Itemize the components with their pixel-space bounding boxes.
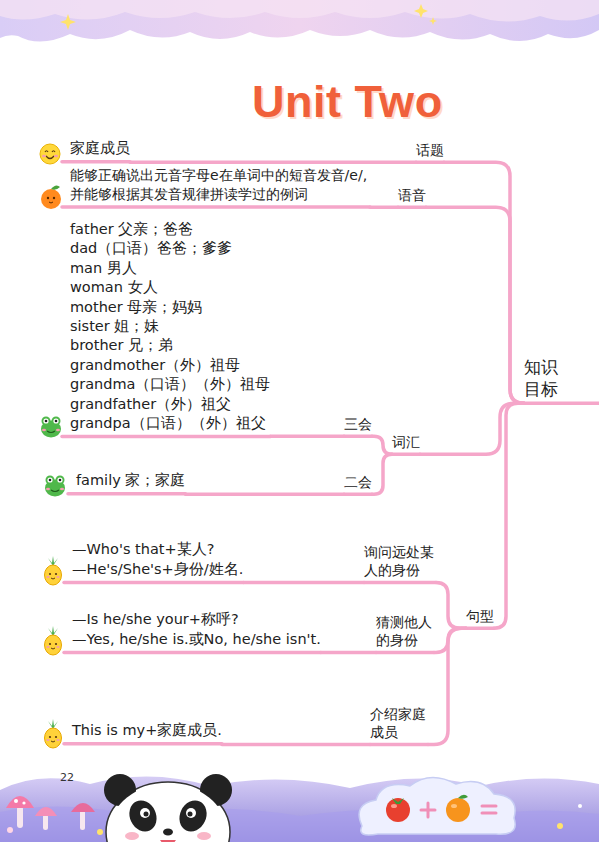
node-text: sister 姐；妹 (70, 317, 270, 336)
branch-line (222, 743, 370, 747)
topic-underline (398, 205, 426, 209)
node-text: —Yes, he/she is.或No, he/she isn't. (72, 630, 321, 650)
leaf-content: family 家；家庭 (76, 471, 185, 494)
node-text: 能够正确说出元音字母e在单词中的短音发音/e/, 并能够根据其发音规律拼读学过的… (70, 166, 370, 204)
page-number: 22 (60, 771, 74, 784)
branch-line (370, 205, 398, 209)
node-text: woman 女人 (70, 278, 270, 297)
topic-underline (466, 626, 494, 630)
node-text: 语音 (398, 186, 426, 204)
branch-line (420, 403, 524, 454)
branch-topic: 三会 (344, 415, 372, 436)
node-text: —Who's that+某人? (72, 540, 243, 560)
branch-line (426, 207, 524, 403)
topic-underline (344, 434, 372, 438)
branch-topic: 询问远处某人的身份 (364, 543, 436, 582)
topic-underline (62, 435, 270, 439)
node-text: father 父亲；爸爸 (70, 220, 270, 239)
leaf-content: 能够正确说出元音字母e在单词中的短音发音/e/, 并能够根据其发音规律拼读学过的… (70, 166, 370, 207)
topic-underline (392, 452, 420, 456)
topic-underline (62, 160, 130, 164)
node-text: grandma（口语）（外）祖母 (70, 375, 270, 394)
branch-topic: 词汇 (392, 433, 420, 454)
node-text: grandfather（外）祖父 (70, 395, 270, 414)
branch-line (372, 436, 392, 454)
node-text: family 家；家庭 (76, 471, 185, 491)
node-text: —He's/She's+身份/姓名. (72, 560, 243, 580)
node-text: man 男人 (70, 259, 270, 278)
node-text: 词汇 (392, 433, 420, 451)
branch-line (428, 628, 466, 744)
branch-line (436, 582, 466, 628)
leaf-content: This is my+家庭成员. (72, 721, 222, 744)
branch-topic: 语音 (398, 186, 426, 207)
branch-topic: 介绍家庭成员 (370, 705, 428, 744)
node-text: brother 兄；弟 (70, 336, 270, 355)
topic-underline (376, 651, 434, 655)
root-topic: 知识目标 (524, 356, 560, 403)
branch-topic: 二会 (344, 473, 372, 494)
node-text: 知识目标 (524, 356, 560, 400)
topic-underline (344, 492, 372, 496)
topic-underline (364, 581, 436, 585)
node-text: 句型 (466, 607, 494, 625)
leaf-content: —Who's that+某人?—He's/She's+身份/姓名. (72, 540, 243, 582)
topic-underline (524, 401, 599, 405)
node-text: mother 母亲；妈妈 (70, 298, 270, 317)
branch-line (130, 160, 416, 164)
node-text: grandpa（口语）（外）祖父 (70, 414, 270, 433)
topic-underline (64, 742, 222, 746)
node-text: dad（口语）爸爸；爹爹 (70, 239, 270, 258)
branch-topic: 句型 (466, 607, 494, 628)
branch-line (494, 403, 524, 628)
node-text: 三会 (344, 415, 372, 433)
node-text: 家庭成员 (70, 139, 130, 159)
node-text: This is my+家庭成员. (72, 721, 222, 741)
node-text: 二会 (344, 473, 372, 491)
branch-line (444, 162, 524, 403)
branch-line (372, 454, 392, 494)
node-text: 话题 (416, 141, 444, 159)
topic-underline (62, 205, 370, 209)
node-text: grandmother（外）祖母 (70, 356, 270, 375)
node-text: —Is he/she your+称呼? (72, 610, 321, 630)
branch-topic: 猜测他人的身份 (376, 613, 434, 652)
page-title: Unit Two (252, 76, 443, 128)
topic-underline (370, 743, 428, 747)
leaf-content: —Is he/she your+称呼?—Yes, he/she is.或No, … (72, 610, 321, 652)
node-text: 猜测他人的身份 (376, 613, 434, 649)
node-text: 介绍家庭成员 (370, 705, 428, 741)
leaf-content: father 父亲；爸爸dad（口语）爸爸；爹爹man 男人woman 女人mo… (70, 220, 270, 436)
node-text: 询问远处某人的身份 (364, 543, 436, 579)
topic-underline (416, 160, 444, 164)
topic-underline (64, 581, 243, 585)
leaf-content: 家庭成员 (70, 139, 130, 162)
branch-line (270, 434, 344, 438)
branch-line (321, 651, 376, 655)
topic-underline (64, 651, 321, 655)
branch-line (185, 492, 344, 496)
branch-line (243, 581, 364, 585)
branch-topic: 话题 (416, 141, 444, 162)
topic-underline (68, 492, 185, 496)
